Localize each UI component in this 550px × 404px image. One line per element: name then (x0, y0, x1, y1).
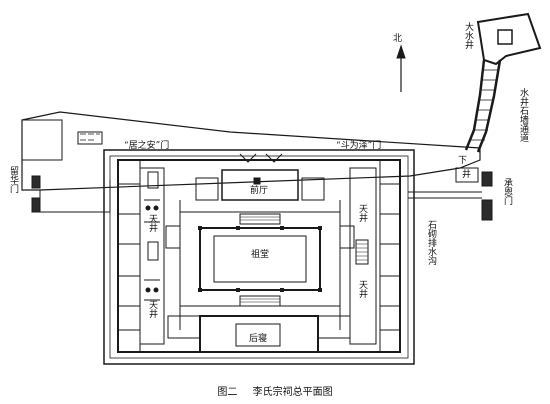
caption-figure-number: 图二 (217, 387, 238, 398)
label-stone-passage: 水井石墙通道 (518, 88, 528, 142)
label-rear-hall: 后寝 (249, 334, 268, 344)
figure-caption: 图二 李氏宗祠总平面图 (0, 383, 550, 398)
front-porch-left (239, 153, 257, 163)
ancestral-hall (199, 227, 321, 291)
label-shi-wei-ze-gate: “斗为泽”门 (336, 141, 382, 151)
label-cheng-en-gate: 承恩门 (502, 178, 512, 205)
label-liu-hua-gate: 留华门 (8, 166, 18, 193)
hall-column (280, 288, 284, 292)
west-well-marker-3 (145, 287, 151, 293)
hall-column (280, 226, 284, 230)
label-east-courtyard-upper: 天井 (357, 204, 367, 222)
hall-column (236, 288, 240, 292)
rear-side-room-left (167, 315, 201, 339)
outer-drain (103, 149, 415, 365)
north-arrow-head (396, 44, 406, 59)
front-gate-left-room (195, 177, 219, 201)
west-wing-brick-marks (80, 133, 100, 141)
caption-title: 李氏宗祠总平面图 (252, 387, 333, 398)
west-gate-pillar-top (31, 175, 41, 189)
label-big-well: 大水井 (463, 22, 473, 49)
front-hall-altar (253, 177, 261, 185)
west-room-partitions (118, 183, 140, 331)
big-well-pit (497, 29, 513, 45)
label-stone-gutter: 石砌排水沟 (426, 220, 436, 265)
hall-steps-top-treads (240, 216, 280, 221)
front-hall (221, 169, 299, 201)
ancestral-hall-inner (213, 235, 307, 283)
hall-column (318, 226, 322, 230)
rear-hall-inner (235, 323, 281, 347)
east-well-room (455, 167, 479, 183)
east-courtyard-strip (349, 167, 377, 345)
stone-passage-steps (471, 69, 498, 141)
west-gate-pillar-bottom (31, 197, 41, 213)
label-west-courtyard-lower: 天井 (147, 300, 157, 318)
label-ju-zhi-an-gate: “居之安”门 (124, 141, 170, 151)
west-courtyard-strip (139, 167, 165, 345)
east-gate-pillar-top (481, 171, 493, 187)
east-gate-pillar-bottom (481, 199, 493, 221)
west-wing-block (77, 131, 103, 145)
big-well-enclosure (476, 12, 542, 66)
stone-passage-left (464, 59, 486, 151)
label-west-courtyard-upper: 天井 (147, 214, 157, 232)
outer-drain-inner (109, 155, 409, 359)
west-yard-wall (39, 180, 111, 213)
front-gate-right-room (301, 177, 325, 201)
east-side-room-a (339, 225, 355, 249)
hall-column (236, 226, 240, 230)
label-compass-north: 北 (393, 34, 403, 44)
west-well-marker-1 (145, 205, 151, 211)
hall-column (318, 288, 322, 292)
east-room-partitions (380, 183, 400, 331)
front-porch-right (265, 153, 283, 163)
west-well-marker-4 (153, 287, 159, 293)
stone-passage-right (476, 59, 502, 153)
label-ancestral-hall: 祖堂 (251, 250, 270, 260)
east-stair-treads (356, 243, 368, 261)
label-east-courtyard-lower: 天井 (357, 280, 367, 298)
label-well-small: 井 (462, 170, 472, 180)
rear-side-room-right (317, 315, 351, 339)
west-courtyard-wells (144, 199, 160, 301)
west-well-marker-2 (153, 205, 159, 211)
label-stairs: 下 (458, 156, 468, 166)
hall-column (198, 288, 202, 292)
west-stair-1 (147, 241, 159, 261)
west-side-room-a (165, 225, 181, 249)
west-wing-room (21, 119, 63, 161)
hall-column (198, 226, 202, 230)
west-wing-outline (21, 111, 481, 191)
west-stair-2 (147, 171, 159, 189)
label-front-hall: 前厅 (250, 186, 269, 196)
hall-steps-top (239, 213, 281, 225)
hall-steps-bottom-treads (240, 298, 280, 303)
hall-steps-bottom (239, 295, 281, 307)
